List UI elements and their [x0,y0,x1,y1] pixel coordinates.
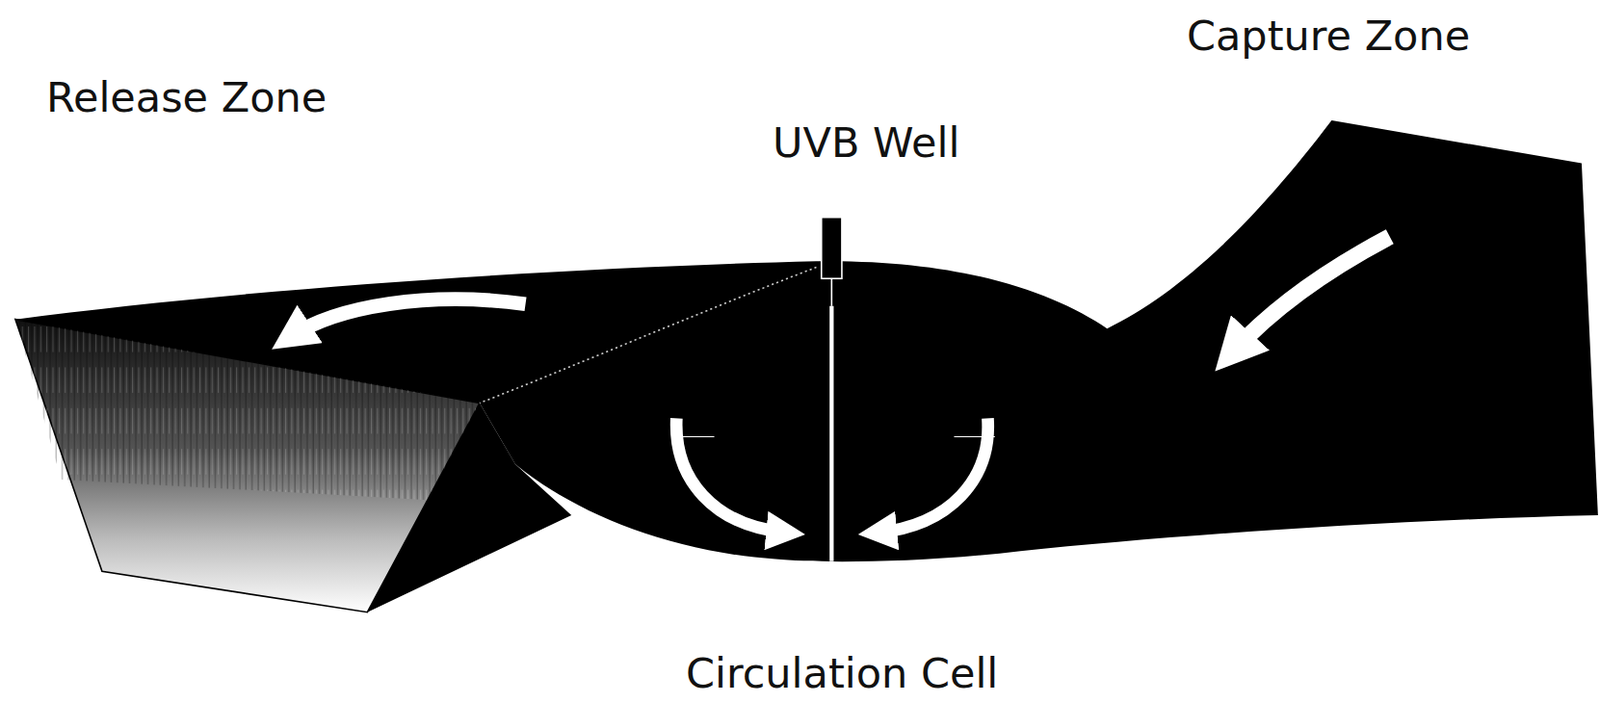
flow-arrow [1232,236,1391,353]
flow-arrow [676,418,787,533]
zone-label: UVB Well [772,120,960,166]
flow-arrow [290,299,526,338]
zone-label: Circulation Cell [685,651,998,697]
dotted-boundary [479,267,817,404]
zone-label: Release Zone [46,75,327,121]
well-casing [821,217,842,280]
aquifer-sliver [367,403,572,613]
well-screen [829,306,834,562]
release-texture [15,319,480,501]
flow-arrow [877,418,989,533]
zone-label: Capture Zone [1186,13,1470,59]
well-pipe [831,278,834,307]
